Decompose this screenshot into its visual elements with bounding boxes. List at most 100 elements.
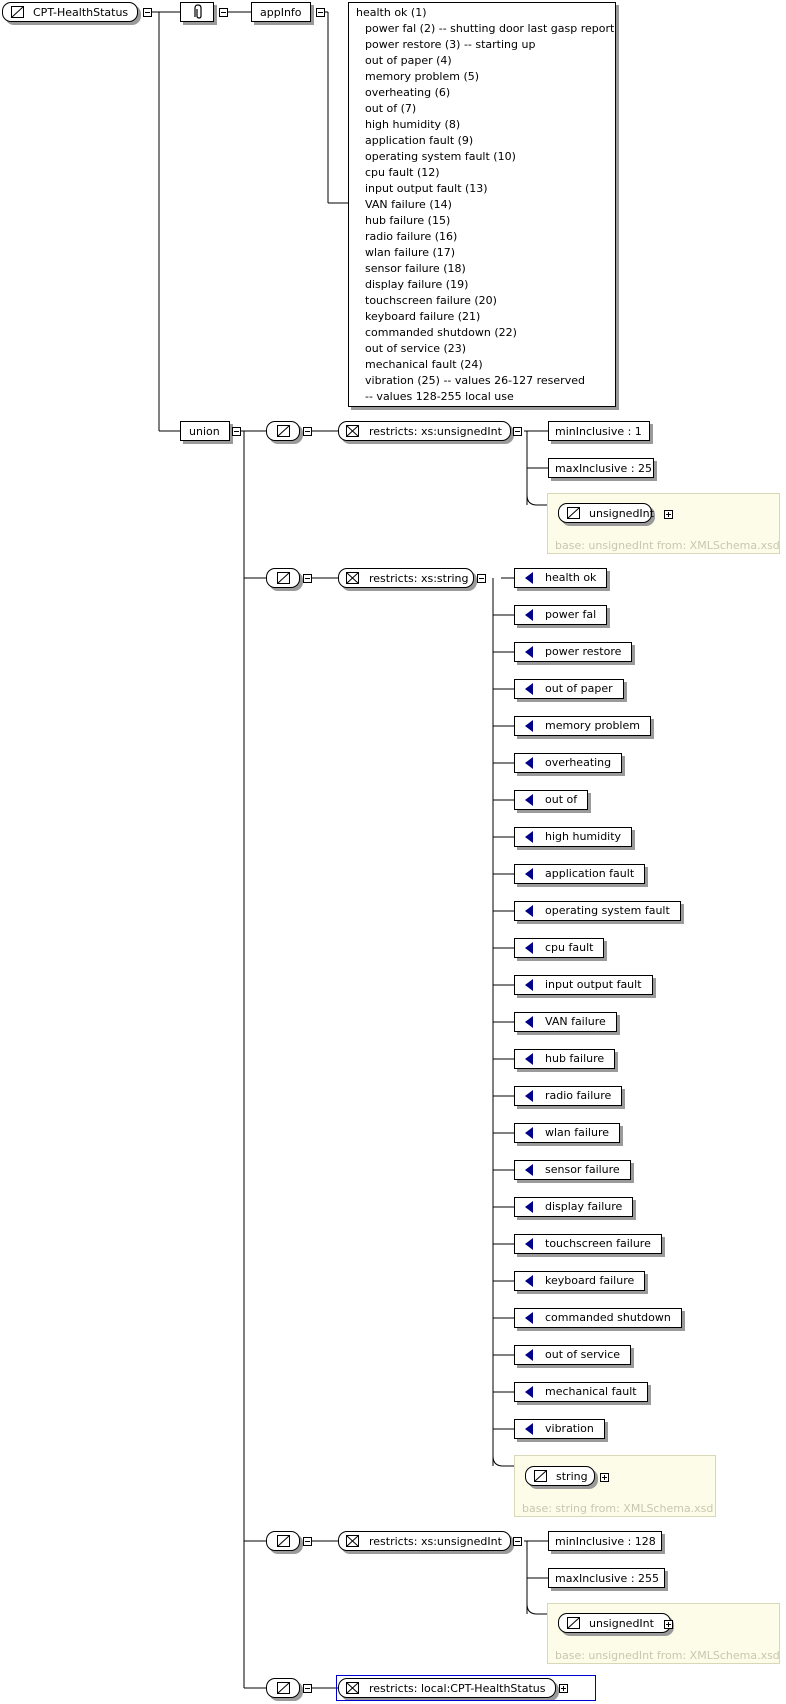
member3-max-facet[interactable]: maxInclusive : 255 [548,1568,665,1588]
enumeration-item[interactable]: hub failure [514,1049,616,1069]
collapse-toggle-root[interactable] [143,8,152,17]
enumeration-item[interactable]: memory problem [514,716,651,736]
appinfo-line: commanded shutdown (22) [365,326,517,339]
enumeration-item[interactable]: keyboard failure [514,1271,646,1291]
base-type-label: unsignedInt [589,1617,654,1630]
member2-restriction-node[interactable]: restricts: xs:string [338,568,474,588]
annotation-node[interactable] [180,2,214,22]
enumeration-item[interactable]: operating system fault [514,901,681,921]
enumeration-label: display failure [545,1200,623,1213]
appinfo-node[interactable]: appInfo [251,2,311,22]
enumeration-item[interactable]: cpu fault [514,938,605,958]
collapse-toggle-annotation[interactable] [219,8,228,17]
member1-restriction-node[interactable]: restricts: xs:unsignedInt [338,421,511,441]
facet-label: maxInclusive : 255 [555,1572,660,1585]
enumeration-item[interactable]: overheating [514,753,623,773]
enumeration-item[interactable]: out of paper [514,679,624,699]
enumeration-label: cpu fault [545,941,594,954]
simpletype-icon [567,507,580,519]
restriction-icon [346,572,359,584]
enumeration-label: power fal [545,608,597,621]
enumeration-item[interactable]: out of service [514,1345,632,1365]
appinfo-line: out of service (23) [365,342,467,355]
appinfo-line: vibration (25) -- values 26-127 reserved [365,374,585,387]
enumeration-label: overheating [545,756,612,769]
enumeration-item[interactable]: application fault [514,864,646,884]
appinfo-line: memory problem (5) [365,70,480,83]
member2-simpletype-node[interactable] [266,568,300,588]
enumeration-label: application fault [545,867,635,880]
expand-toggle-member4-restriction[interactable] [559,1684,568,1693]
union-node[interactable]: union [180,421,230,441]
union-label: union [189,425,220,438]
enumeration-item[interactable]: power fal [514,605,608,625]
member3-base-note: unsignedInt base: unsignedInt from: XMLS… [547,1603,780,1664]
collapse-toggle-member2[interactable] [303,574,312,583]
appinfo-line: VAN failure (14) [365,198,452,211]
enumeration-item[interactable]: radio failure [514,1086,623,1106]
collapse-toggle-member4[interactable] [303,1684,312,1693]
member3-simpletype-node[interactable] [266,1531,300,1551]
appinfo-label: appInfo [260,6,302,19]
collapse-toggle-member3-restriction[interactable] [513,1537,522,1546]
enumeration-icon [525,720,533,732]
enumeration-item[interactable]: mechanical fault [514,1382,648,1402]
member1-simpletype-node[interactable] [266,421,300,441]
base-note-text: base: string from: XMLSchema.xsd [522,1502,714,1515]
simpletype-icon [277,1535,290,1547]
member2-base-note: string base: string from: XMLSchema.xsd [514,1455,716,1517]
member3-base-type-node[interactable]: unsignedInt [558,1613,671,1633]
collapse-toggle-member1[interactable] [303,427,312,436]
appinfo-line: health ok (1) [356,6,427,19]
enumeration-label: health ok [545,571,597,584]
enumeration-item[interactable]: touchscreen failure [514,1234,662,1254]
enumeration-item[interactable]: health ok [514,568,608,588]
member3-min-facet[interactable]: minInclusive : 128 [548,1531,662,1551]
enumeration-label: high humidity [545,830,622,843]
expand-toggle-member2-base[interactable] [600,1473,609,1482]
enumeration-icon [525,1312,533,1324]
enumeration-icon [525,683,533,695]
member3-restriction-label: restricts: xs:unsignedInt [369,1535,502,1548]
enumeration-item[interactable]: high humidity [514,827,633,847]
enumeration-item[interactable]: input output fault [514,975,653,995]
base-note-text: base: unsignedInt from: XMLSchema.xsd [555,539,780,552]
enumeration-item[interactable]: vibration [514,1419,605,1439]
expand-toggle-member1-base[interactable] [664,510,673,519]
enumeration-label: operating system fault [545,904,670,917]
enumeration-label: mechanical fault [545,1385,637,1398]
member1-min-facet[interactable]: minInclusive : 1 [548,421,650,441]
member4-restriction-node[interactable]: restricts: local:CPT-HealthStatus [338,1678,568,1698]
enumeration-item[interactable]: commanded shutdown [514,1308,682,1328]
annotation-icon [194,4,202,19]
collapse-toggle-union[interactable] [232,427,241,436]
enumeration-item[interactable]: wlan failure [514,1123,621,1143]
member1-base-type-node[interactable]: unsignedInt [558,503,654,523]
enumeration-item[interactable]: power restore [514,642,633,662]
expand-toggle-member3-base[interactable] [664,1620,673,1629]
enumeration-item[interactable]: out of [514,790,589,810]
member2-base-type-node[interactable]: string [525,1466,595,1486]
collapse-toggle-member3[interactable] [303,1537,312,1546]
collapse-toggle-appinfo[interactable] [316,8,325,17]
member4-selection-highlight [336,1675,596,1701]
enumeration-icon [525,905,533,917]
member4-simpletype-node[interactable] [266,1678,300,1698]
enumeration-icon [525,1238,533,1250]
enumeration-item[interactable]: VAN failure [514,1012,617,1032]
enumeration-icon [525,1386,533,1398]
enumeration-label: wlan failure [545,1126,610,1139]
root-name: CPT-HealthStatus [33,6,129,19]
collapse-toggle-member2-restriction[interactable] [477,574,486,583]
enumeration-item[interactable]: sensor failure [514,1160,631,1180]
member3-restriction-node[interactable]: restricts: xs:unsignedInt [338,1531,511,1551]
member1-base-note: unsignedInt base: unsignedInt from: XMLS… [547,493,780,554]
enumeration-icon [525,1201,533,1213]
member4-restriction-label: restricts: local:CPT-HealthStatus [369,1682,546,1695]
member1-max-facet[interactable]: maxInclusive : 25 [548,458,654,478]
enumeration-icon [525,1090,533,1102]
root-simpletype-node[interactable]: CPT-HealthStatus [2,2,138,22]
collapse-toggle-member1-restriction[interactable] [513,427,522,436]
enumeration-item[interactable]: display failure [514,1197,634,1217]
